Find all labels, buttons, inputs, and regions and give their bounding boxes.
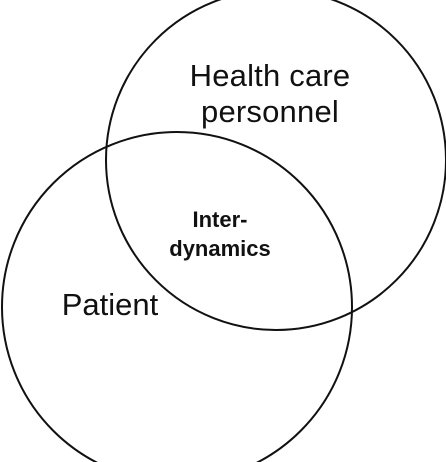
- patient-label: Patient: [30, 287, 190, 323]
- health-care-personnel-label-line-1: Health care: [189, 58, 351, 93]
- health-care-personnel-label: Health care personnel: [170, 58, 370, 130]
- health-care-personnel-label-line-2: personnel: [201, 93, 339, 129]
- circle-health-care-personnel: [105, 0, 446, 331]
- interdynamics-label-line-1: Inter-: [192, 207, 248, 232]
- circle-patient: [1, 131, 353, 462]
- patient-label-line-1: Patient: [61, 287, 159, 322]
- interdynamics-label-line-2: dynamics: [169, 235, 271, 261]
- interdynamics-label: Inter- dynamics: [150, 206, 290, 263]
